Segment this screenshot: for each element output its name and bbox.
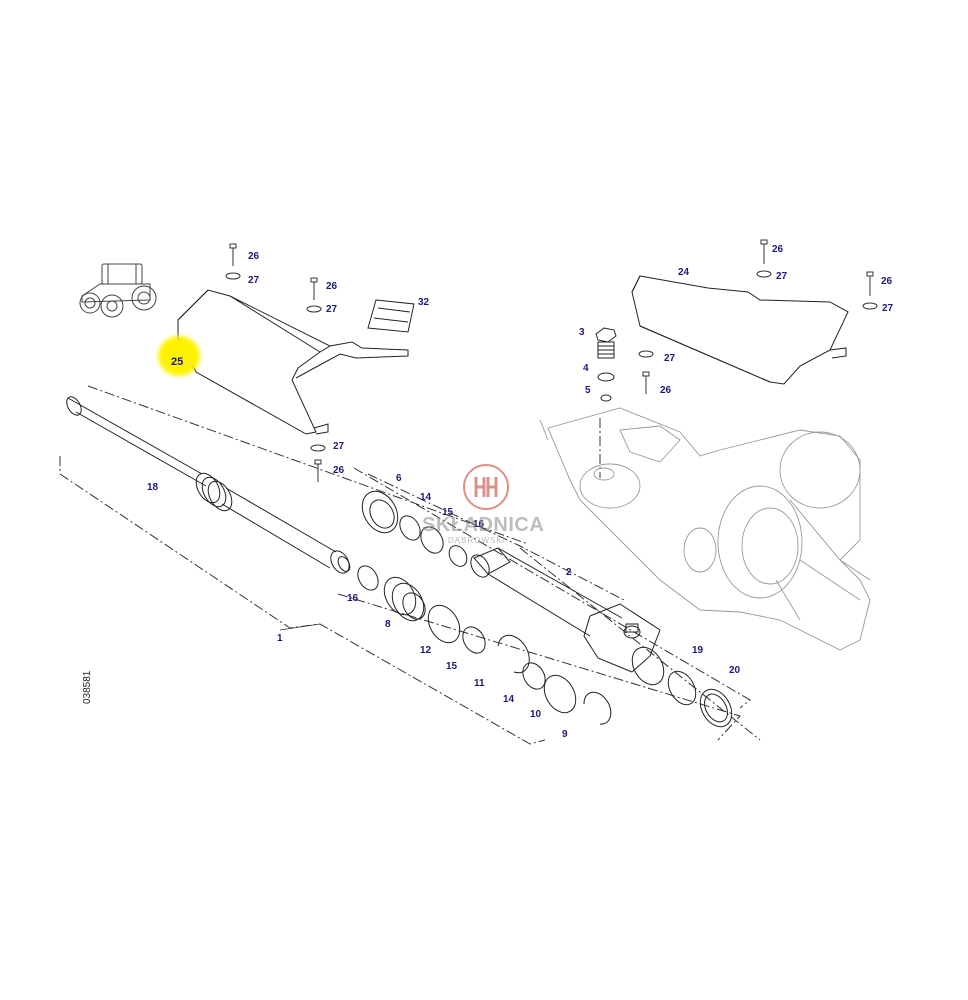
callout-26: 26 [326,281,338,292]
callout-11: 11 [474,678,485,689]
callout-8: 8 [385,619,391,630]
watermark-brand: SKŁADNICA [422,514,545,536]
callout-15: 15 [442,507,454,518]
callout-5: 5 [585,385,591,396]
callout-26: 26 [333,465,345,476]
drawing-code: 038581 [82,670,93,704]
callout-25: 25 [171,356,184,368]
cylinder-barrel-2 [470,547,733,728]
plate-32 [367,299,415,333]
watermark-logo [463,464,509,510]
callout-20: 20 [729,665,741,676]
callout-26: 26 [660,385,672,396]
watermark-subtitle: DĄBROWSKI [448,536,506,545]
seal-set-left [357,490,612,725]
callout-27: 27 [326,304,338,315]
callout-27: 27 [248,275,260,286]
piston-rod-18 [66,396,351,574]
callout-6: 6 [396,473,402,484]
callout-2: 2 [566,567,572,578]
cover-24 [631,275,849,385]
callout-15: 15 [446,661,458,672]
callout-24: 24 [678,267,690,278]
callout-32: 32 [418,297,430,308]
callout-14: 14 [503,694,515,705]
callout-12: 12 [420,645,432,656]
callout-27: 27 [882,303,894,314]
highlight-marker [158,336,200,376]
callout-18: 18 [147,482,159,493]
callout-4: 4 [583,363,589,374]
fitting-3 [595,327,617,359]
callout-26: 26 [881,276,893,287]
callout-16: 16 [473,519,485,530]
cover-25 [177,289,409,435]
callout-9: 9 [562,729,568,740]
callout-14: 14 [420,492,432,503]
callout-10: 10 [530,709,542,720]
axle-housing [539,407,871,651]
callout-27: 27 [333,441,345,452]
tractor-icon [79,263,157,318]
callout-19: 19 [692,645,704,656]
callout-16: 16 [347,593,359,604]
callout-27: 27 [664,353,676,364]
callout-26: 26 [772,244,784,255]
callout-1: 1 [277,633,283,644]
callout-27: 27 [776,271,788,282]
callout-26: 26 [248,251,260,262]
callout-3: 3 [579,327,585,338]
